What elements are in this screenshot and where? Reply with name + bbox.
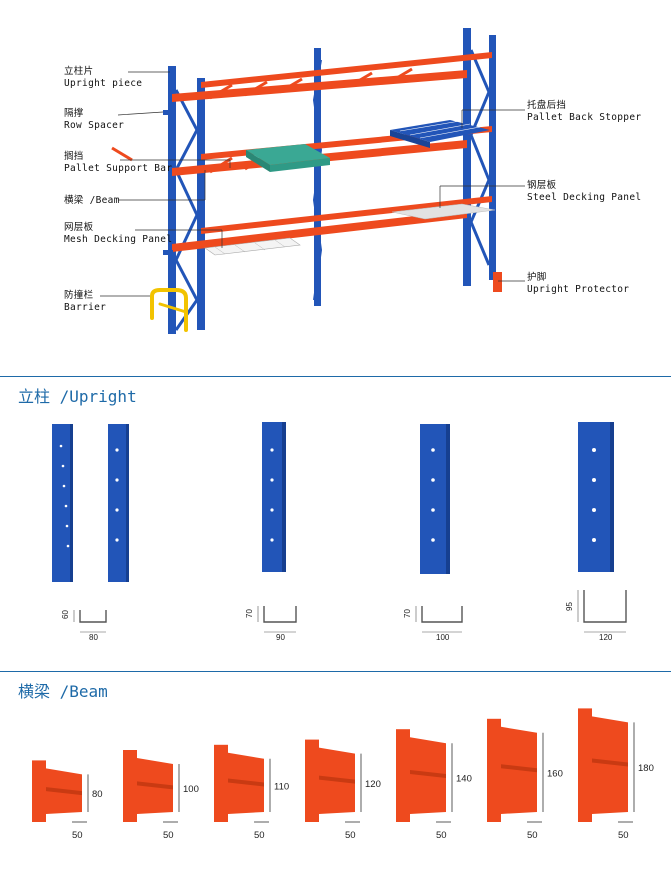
- callout-row-spacer: 隔撑 Row Spacer: [64, 108, 124, 132]
- profile-width-label: 120: [599, 633, 613, 642]
- callout-barrier: 防撞栏 Barrier: [64, 290, 106, 314]
- barrier: [150, 288, 188, 332]
- upright-protector: [493, 272, 502, 292]
- upright-column-90: [262, 422, 286, 572]
- leader-lines: [100, 71, 525, 297]
- callout-cn: 网层板: [64, 222, 94, 233]
- callout-steel-decking: 钢层板 Steel Decking Panel: [527, 180, 641, 204]
- profile-width-label: 100: [436, 633, 450, 642]
- beam-height-label: 180: [638, 763, 654, 774]
- callout-en: 横梁 /Beam: [64, 195, 120, 206]
- callout-cn: 钢层板: [527, 180, 557, 191]
- beam-height-label: 120: [365, 779, 381, 790]
- callout-upright-protector: 护脚 Upright Protector: [527, 272, 629, 296]
- beam-piece: 100 50: [123, 750, 199, 841]
- beam-piece: 180 50: [578, 708, 654, 841]
- beam-height-label: 140: [456, 774, 472, 785]
- callout-upright-piece: 立柱片 Upright piece: [64, 66, 142, 90]
- beam-height-label: 80: [92, 789, 103, 800]
- upright-column-120: [578, 422, 614, 572]
- callout-en: Upright piece: [64, 78, 143, 89]
- profile-height-label: 70: [245, 609, 254, 618]
- callout-cn: 隔撑: [64, 108, 84, 119]
- callout-pallet-back-stopper: 托盘后挡 Pallet Back Stopper: [527, 100, 641, 124]
- profile-height-label: 95: [565, 602, 574, 611]
- beam-width-label: 50: [163, 830, 174, 841]
- mesh-decking-panel: [204, 237, 301, 256]
- profile-width-label: 80: [89, 633, 98, 642]
- beam-height-label: 160: [547, 768, 563, 779]
- callout-mesh-decking: 网层板 Mesh Decking Panel: [64, 222, 172, 246]
- callout-cn: 立柱片: [64, 66, 94, 77]
- callout-cn: 搁挡: [64, 151, 84, 162]
- profile-height-label: 70: [403, 609, 412, 618]
- callout-en: Upright Protector: [527, 284, 630, 295]
- beam-piece: 140 50: [396, 729, 472, 841]
- callout-en: Pallet Support Bar: [64, 163, 173, 174]
- beam-width-label: 50: [345, 830, 356, 841]
- callout-pallet-support-bar: 搁挡 Pallet Support Bar: [64, 151, 172, 175]
- profile-width-label: 90: [276, 633, 285, 642]
- callout-cn: 护脚: [527, 272, 547, 283]
- upright-section-title: 立柱 /Upright: [18, 387, 137, 406]
- section-divider: [0, 671, 671, 672]
- beam-profiles: 80 50 100 50 110 50 120 50 140 50 160 50 180 50: [32, 708, 654, 841]
- beam-piece: 110 50: [214, 744, 289, 841]
- upright-column-80: [52, 424, 129, 582]
- row-spacer: [163, 110, 173, 115]
- beam-width-label: 50: [436, 830, 447, 841]
- beam-width-label: 50: [254, 830, 265, 841]
- beam-width-label: 50: [618, 830, 629, 841]
- callout-cn: 托盘后挡: [527, 100, 567, 111]
- section-divider: [0, 376, 671, 377]
- upright-column-100: [420, 424, 450, 574]
- pallet-back-stopper: [390, 120, 490, 148]
- beam-piece: 80 50: [32, 760, 103, 841]
- beam-piece: 160 50: [487, 718, 563, 841]
- callout-en: Steel Decking Panel: [527, 192, 642, 203]
- beam-height-label: 100: [183, 784, 199, 795]
- profile-height-label: 60: [61, 610, 70, 619]
- callout-en: Pallet Back Stopper: [527, 112, 642, 123]
- pallet-support-bar: [111, 146, 133, 162]
- beam-height-label: 110: [274, 781, 289, 792]
- callout-en: Barrier: [64, 302, 107, 313]
- rack-illustration: [100, 28, 525, 334]
- callout-beam: 横梁 /Beam: [64, 195, 120, 207]
- callout-en: Mesh Decking Panel: [64, 234, 173, 245]
- callout-cn: 防撞栏: [64, 290, 94, 301]
- upright-profiles: 60 80 70 90 70 100 95 120: [52, 422, 627, 642]
- beams: [172, 52, 492, 252]
- beam-section-title: 横梁 /Beam: [18, 682, 108, 701]
- beam-width-label: 50: [527, 830, 538, 841]
- callout-en: Row Spacer: [64, 120, 125, 131]
- steel-decking-panel: [391, 203, 496, 220]
- pallet: [246, 144, 330, 172]
- beam-width-label: 50: [72, 830, 83, 841]
- beam-piece: 120 50: [305, 739, 381, 841]
